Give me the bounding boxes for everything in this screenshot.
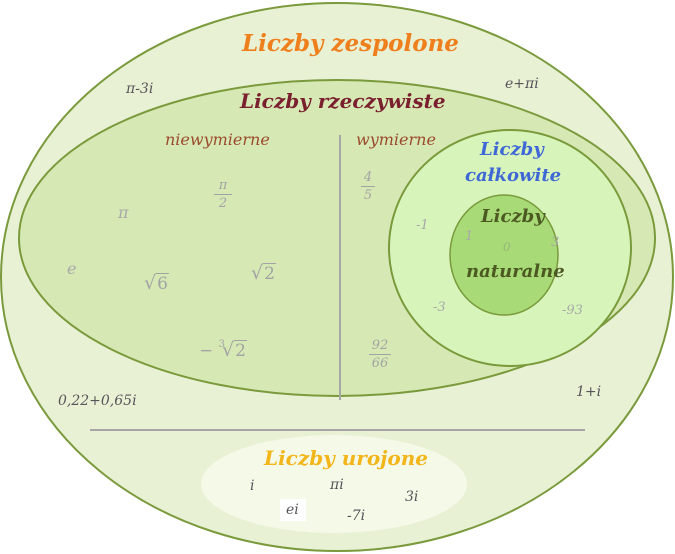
- imaginary-title: Liczby urojone: [264, 446, 429, 470]
- imaginary-example-5: -7i: [347, 508, 366, 524]
- fraction-bar: [369, 354, 391, 355]
- naturals-title-line-1: Liczby: [481, 206, 545, 227]
- complex-example-3: 0,22+0,65i: [58, 393, 137, 409]
- fraction-bar: [214, 194, 232, 195]
- irrational-sqrt-2: √2: [251, 262, 276, 284]
- rational-fraction-4-5: 4 5: [361, 170, 375, 203]
- integer-example-3: -93: [562, 303, 583, 318]
- imaginary-example-3: 3i: [405, 489, 419, 505]
- fraction-numerator: 92: [371, 338, 389, 353]
- complex-example-2: e+πi: [505, 76, 539, 92]
- complex-title: Liczby zespolone: [242, 30, 459, 57]
- integer-example-1: -1: [416, 218, 429, 233]
- rational-fraction-92-66: 92 66: [369, 338, 391, 371]
- minus-sign: −: [199, 341, 214, 361]
- irrational-example-pi: π: [118, 203, 129, 222]
- fraction-numerator: 4: [363, 170, 373, 185]
- fraction-denominator: 2: [218, 196, 228, 211]
- natural-example-3: 3: [551, 235, 560, 250]
- irrational-example-e: e: [67, 259, 77, 278]
- irrational-label: niewymierne: [165, 130, 270, 149]
- fraction-denominator: 5: [363, 188, 373, 203]
- irrational-fraction-pi-over-2: π 2: [214, 178, 232, 211]
- complex-example-4: 1+i: [576, 384, 602, 400]
- fraction-numerator: π: [218, 178, 228, 193]
- naturals-title-line-2: naturalne: [466, 261, 565, 282]
- radical-sign-icon: √: [144, 272, 157, 294]
- integers-title-line-1: Liczby: [480, 139, 544, 160]
- natural-example-1: 1: [465, 229, 474, 244]
- integers-title-line-2: całkowite: [465, 165, 562, 186]
- complex-example-1: π-3i: [126, 81, 154, 97]
- integer-example-2: -3: [433, 300, 446, 315]
- radicand: 2: [234, 340, 247, 361]
- root-index: 3: [218, 339, 226, 351]
- real-title: Liczby rzeczywiste: [240, 89, 446, 113]
- imaginary-example-4: ei: [286, 502, 299, 518]
- radical-sign-icon: √: [222, 339, 235, 361]
- radicand: 2: [263, 263, 276, 284]
- fraction-bar: [361, 186, 375, 187]
- rational-label: wymierne: [356, 130, 436, 149]
- natural-example-2: 0: [503, 240, 511, 254]
- radicand: 6: [156, 273, 169, 294]
- imaginary-example-1: i: [250, 478, 255, 494]
- naturals-set-ellipse: [449, 194, 559, 316]
- radical-sign-icon: √: [251, 262, 264, 284]
- imaginary-example-2: πi: [330, 477, 344, 493]
- imaginary-set-ellipse: [201, 435, 467, 533]
- irrational-cube-root-2: − 3√2: [199, 339, 247, 361]
- ei-highlight: [280, 499, 306, 521]
- irrational-sqrt-6: √6: [144, 272, 169, 294]
- fraction-denominator: 66: [371, 356, 389, 371]
